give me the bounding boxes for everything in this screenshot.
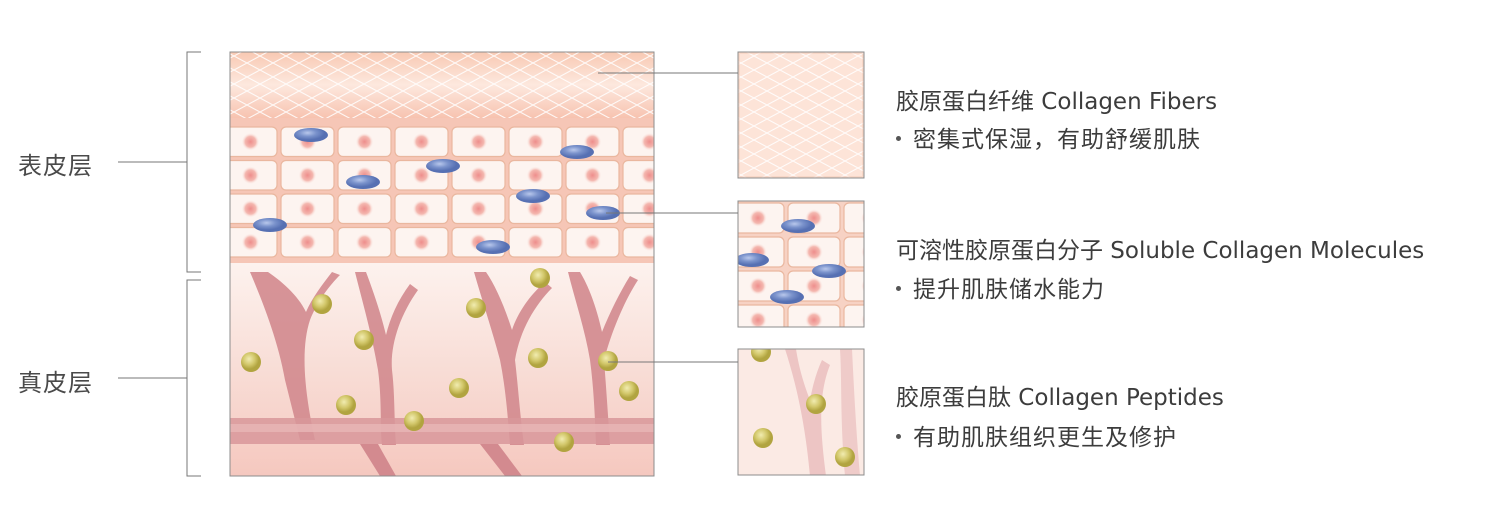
cell-nucleus xyxy=(241,233,260,252)
cell-nucleus xyxy=(469,132,488,151)
molecules-bullet-text: 提升肌肤储水能力 xyxy=(913,277,1105,303)
cell-nucleus xyxy=(241,199,260,218)
cell-nucleus xyxy=(526,166,545,185)
collagen-peptide xyxy=(336,395,356,415)
collagen-peptide xyxy=(404,411,424,431)
zoom-box-fibers xyxy=(738,52,864,178)
collagen-molecule xyxy=(426,159,460,173)
molecules-title: 可溶性胶原蛋白分子 Soluble Collagen Molecules xyxy=(896,238,1425,264)
cell-nucleus xyxy=(861,313,864,327)
collagen-peptide xyxy=(806,394,826,414)
fibers-bullet-text: 密集式保湿，有助舒缓肌肤 xyxy=(913,127,1201,153)
peptides-bullet-text: 有助肌肤组织更生及修护 xyxy=(913,425,1177,451)
cell-nucleus xyxy=(861,245,864,259)
cell-nucleus xyxy=(861,279,864,293)
cell-nucleus xyxy=(805,243,823,261)
collagen-molecule xyxy=(781,219,815,233)
cell-nucleus xyxy=(412,199,431,218)
cell-nucleus xyxy=(583,233,602,252)
cell-nucleus xyxy=(412,233,431,252)
bullet-dot xyxy=(896,136,901,141)
cell-nucleus xyxy=(861,211,864,225)
peptides-bullet: 有助肌肤组织更生及修护 xyxy=(896,418,1177,452)
fibers-bullet: 密集式保湿，有助舒缓肌肤 xyxy=(896,120,1201,154)
collagen-molecule xyxy=(294,128,328,142)
cell-nucleus xyxy=(583,166,602,185)
cell-nucleus xyxy=(640,233,654,252)
collagen-molecule xyxy=(346,175,380,189)
cell-nucleus xyxy=(298,233,317,252)
cell-nucleus xyxy=(640,132,654,151)
zoom-box-peptides xyxy=(738,349,864,475)
skin-cell xyxy=(843,236,864,268)
leader-lines xyxy=(598,72,738,363)
skin-cell xyxy=(843,270,864,302)
cell-nucleus xyxy=(749,277,767,295)
collagen-peptide xyxy=(449,378,469,398)
collagen-molecule xyxy=(516,189,550,203)
collagen-peptide xyxy=(312,294,332,314)
peptides-title: 胶原蛋白肽 Collagen Peptides xyxy=(896,385,1224,411)
cell-nucleus xyxy=(583,132,602,151)
cell-nucleus xyxy=(355,199,374,218)
skin-cell xyxy=(843,202,864,234)
skin-cross-section xyxy=(230,52,654,476)
cell-nucleus xyxy=(355,233,374,252)
collagen-peptide xyxy=(354,330,374,350)
cell-nucleus xyxy=(241,132,260,151)
collagen-peptide xyxy=(554,432,574,452)
cell-nucleus xyxy=(526,233,545,252)
epidermis-label: 表皮层 xyxy=(18,152,93,180)
collagen-peptide xyxy=(751,349,771,362)
collagen-molecule xyxy=(586,206,620,220)
layer-brackets xyxy=(118,51,201,477)
cell-nucleus xyxy=(526,199,545,218)
collagen-peptide xyxy=(528,348,548,368)
zoom-box-molecules xyxy=(738,201,864,327)
collagen-molecule xyxy=(812,264,846,278)
collagen-molecule xyxy=(560,145,594,159)
collagen-peptide xyxy=(466,298,486,318)
cell-nucleus xyxy=(749,311,767,327)
cell-nucleus xyxy=(298,199,317,218)
cell-nucleus xyxy=(805,311,823,327)
collagen-molecule xyxy=(476,240,510,254)
collagen-peptide xyxy=(753,428,773,448)
collagen-peptide xyxy=(598,351,618,371)
collagen-peptide xyxy=(530,268,550,288)
cell-nucleus xyxy=(241,166,260,185)
fibers-title: 胶原蛋白纤维 Collagen Fibers xyxy=(896,89,1218,115)
bullet-dot xyxy=(896,434,901,439)
cell-nucleus xyxy=(355,132,374,151)
cell-nucleus xyxy=(640,166,654,185)
cell-nucleus xyxy=(640,199,654,218)
collagen-peptide xyxy=(835,447,855,467)
cell-nucleus xyxy=(469,166,488,185)
cell-nucleus xyxy=(469,199,488,218)
collagen-molecule xyxy=(253,218,287,232)
cell-nucleus xyxy=(526,132,545,151)
bullet-dot xyxy=(896,286,901,291)
cell-nucleus xyxy=(412,132,431,151)
skin-cell xyxy=(843,304,864,327)
cell-nucleus xyxy=(412,166,431,185)
collagen-molecule xyxy=(770,290,804,304)
molecules-bullet: 提升肌肤储水能力 xyxy=(896,270,1105,304)
cell-nucleus xyxy=(749,209,767,227)
cell-nucleus xyxy=(298,166,317,185)
dermis-label: 真皮层 xyxy=(18,369,93,397)
collagen-peptide xyxy=(619,381,639,401)
cell-nucleus xyxy=(805,277,823,295)
collagen-peptide xyxy=(241,352,261,372)
collagen-molecule xyxy=(738,253,769,267)
